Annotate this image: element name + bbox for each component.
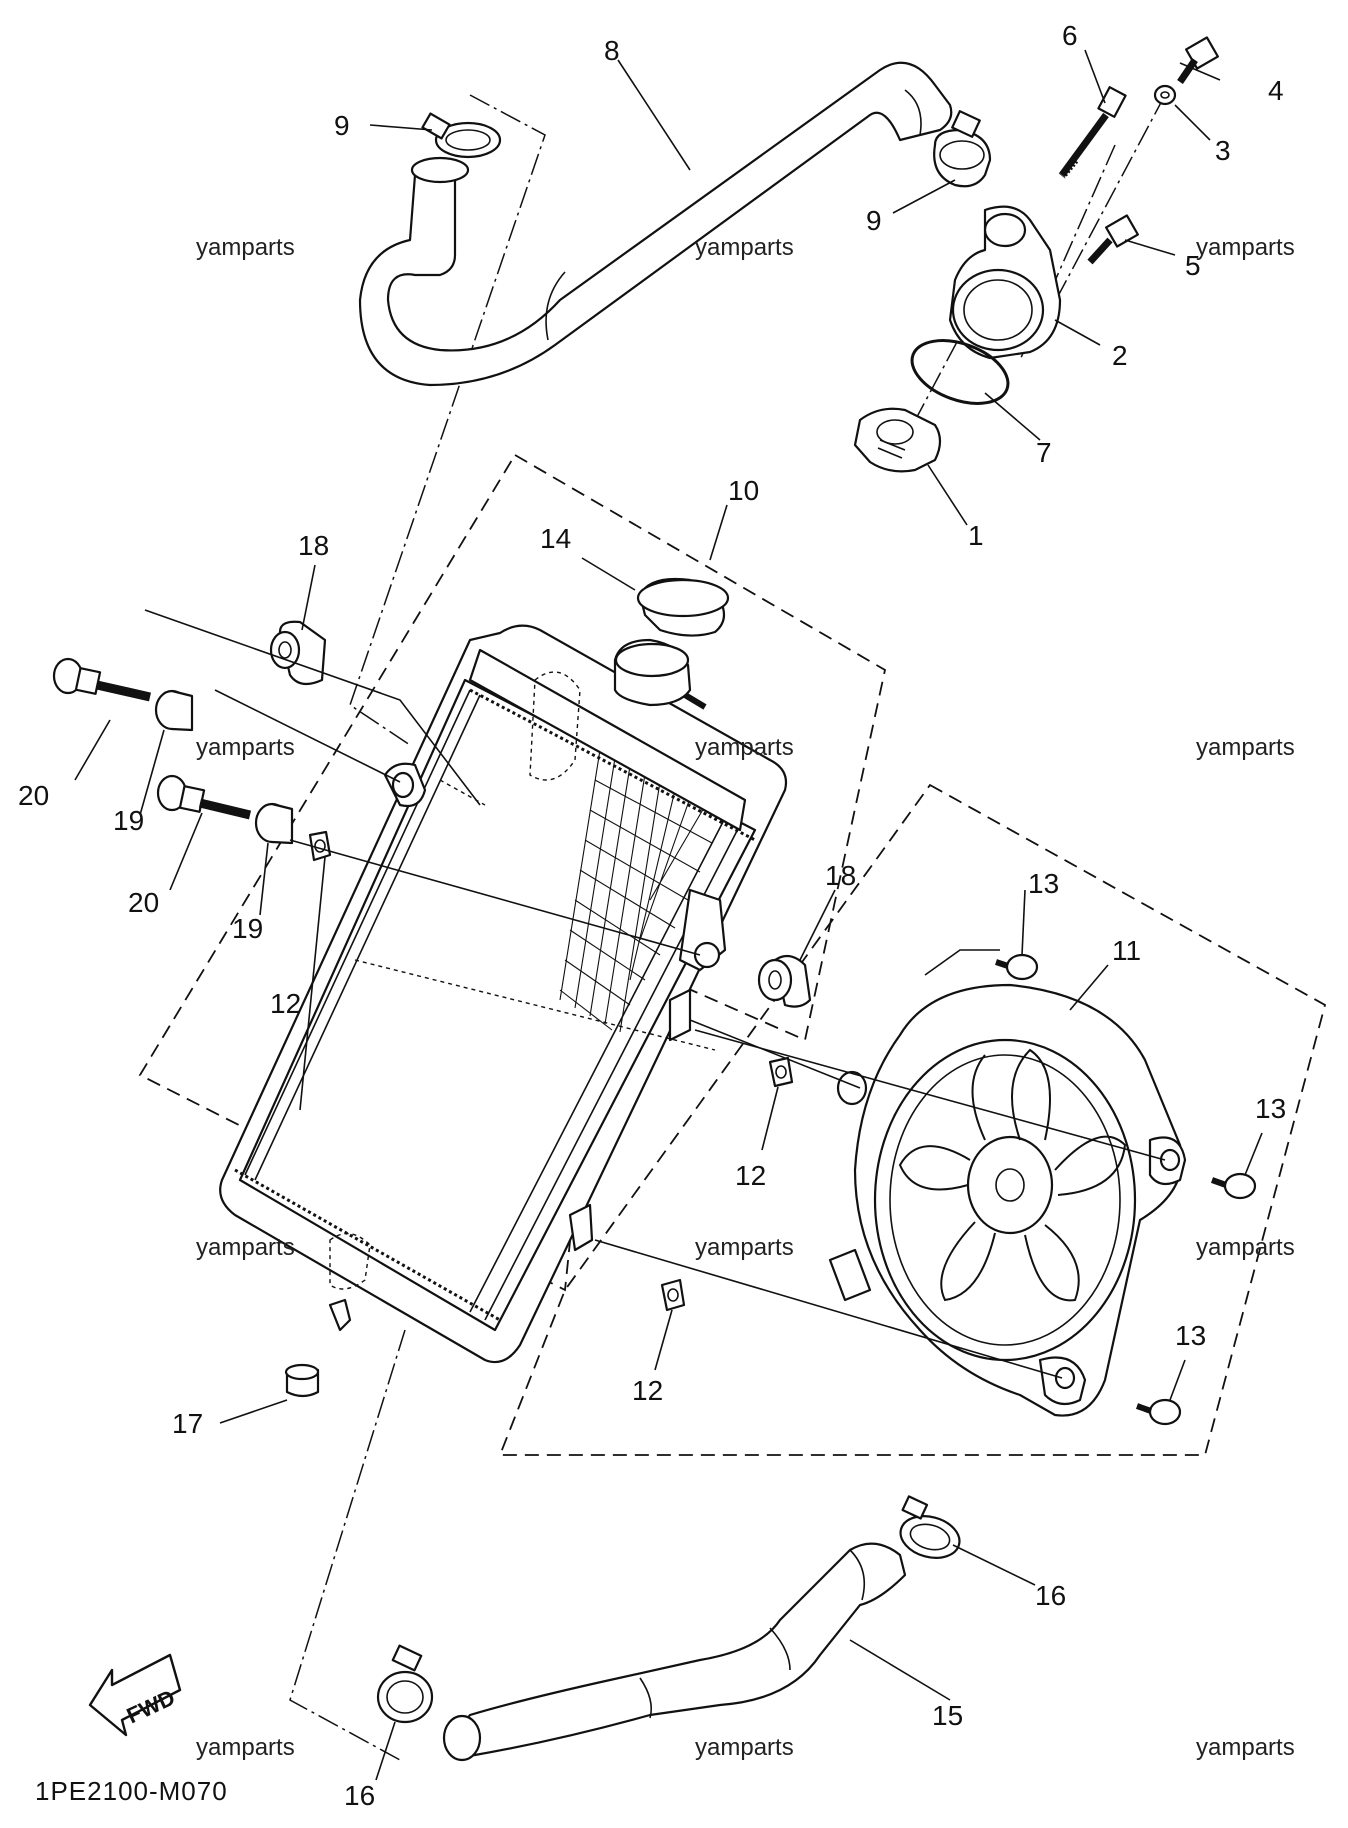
callout-11: 11: [1112, 935, 1141, 966]
rubber-grommet: [284, 1363, 320, 1398]
callout-16-left: 16: [344, 1780, 375, 1811]
centerline-lower-hose: [289, 1329, 406, 1761]
callout-18-upper: 18: [298, 530, 329, 561]
bolt-4: [1177, 36, 1219, 84]
callout-13-top: 13: [1028, 868, 1059, 899]
radiator-assembly-outline: [138, 453, 887, 1292]
lower-radiator-hose: [442, 1542, 907, 1762]
callout-9-upper-left: 9: [334, 110, 350, 141]
cooling-fan-assembly: [828, 983, 1187, 1417]
watermark: yamparts: [196, 734, 295, 761]
watermark: yamparts: [196, 1234, 295, 1261]
callout-8: 8: [604, 35, 620, 66]
watermark: yamparts: [1196, 1234, 1295, 1261]
screw-13-top: [995, 953, 1039, 981]
callout-20-lower: 20: [128, 887, 159, 918]
thermostat: [853, 407, 942, 473]
watermark: yamparts: [695, 1734, 794, 1761]
hose-clamp-lower-right: [899, 1495, 961, 1559]
o-ring: [910, 339, 1010, 405]
callout-2: 2: [1112, 340, 1128, 371]
callout-12-a: 12: [270, 988, 301, 1019]
washer-3: [1153, 84, 1177, 106]
callout-20-upper: 20: [18, 780, 49, 811]
callout-7: 7: [1036, 437, 1052, 468]
clip-nut-12-a: [308, 830, 332, 862]
callout-5: 5: [1185, 250, 1201, 281]
callout-19-upper: 19: [113, 805, 144, 836]
clip-nut-12-c: [660, 1278, 686, 1312]
callout-16-right: 16: [1035, 1580, 1066, 1611]
hose-clamp-upper-left: [421, 112, 502, 159]
rubber-bushing-upper: [269, 620, 327, 686]
callout-14: 14: [540, 523, 571, 554]
watermark: yamparts: [695, 234, 794, 261]
collar-19-upper: [154, 689, 194, 732]
upper-radiator-hose: [358, 61, 953, 387]
watermark: yamparts: [196, 1734, 295, 1761]
watermark: yamparts: [695, 1234, 794, 1261]
rubber-bushing-lower: [757, 954, 812, 1008]
screw-13-bottom: [1135, 1398, 1182, 1426]
radiator-cap: [636, 577, 730, 637]
centerline-thermostat-cover: [1039, 94, 1166, 331]
callout-6: 6: [1062, 20, 1078, 51]
watermark: yamparts: [695, 734, 794, 761]
callout-3: 3: [1215, 135, 1231, 166]
fan-blades: [898, 1048, 1127, 1302]
callout-4: 4: [1268, 75, 1284, 106]
callout-10: 10: [728, 475, 759, 506]
bolt-5: [1087, 214, 1139, 265]
callout-19-lower: 19: [232, 913, 263, 944]
hose-clamp-upper-right: [933, 110, 992, 188]
collar-19-lower: [254, 802, 294, 845]
callout-17: 17: [172, 1408, 203, 1439]
diagram-code: 1PE2100-M070: [35, 1776, 228, 1806]
watermarks: yamparts yamparts yamparts yamparts yamp…: [196, 234, 1295, 1761]
thermostat-cover: [948, 205, 1062, 360]
callout-15: 15: [932, 1700, 963, 1731]
callout-9-upper-right: 9: [866, 205, 882, 236]
radiator: [219, 624, 788, 1364]
centerline-upper-hose: [349, 94, 546, 746]
callout-12-c: 12: [632, 1375, 663, 1406]
callout-1: 1: [968, 520, 984, 551]
watermark: yamparts: [1196, 234, 1295, 261]
watermark: yamparts: [196, 234, 295, 261]
watermark: yamparts: [1196, 734, 1295, 761]
fan-assembly-outline: [498, 783, 1327, 1456]
clip-nut-12-b: [768, 1056, 794, 1088]
bolt-20-lower: [156, 774, 252, 820]
leader-lines: [74, 49, 1263, 1781]
callout-labels: 1 2 3 4 5 6 7 8 9 9 10 11 12 12 12 13 13…: [18, 20, 1286, 1811]
callout-13-right: 13: [1255, 1093, 1286, 1124]
forward-direction-arrow: FWD: [88, 1653, 182, 1737]
callout-12-b: 12: [735, 1160, 766, 1191]
screw-13-right: [1210, 1172, 1257, 1200]
bolt-6: [1058, 86, 1127, 179]
callout-18-lower: 18: [825, 860, 856, 891]
watermark: yamparts: [1196, 1734, 1295, 1761]
bolt-20-upper: [52, 657, 151, 702]
hose-clamp-lower-left: [376, 1644, 434, 1724]
callout-13-bottom: 13: [1175, 1320, 1206, 1351]
